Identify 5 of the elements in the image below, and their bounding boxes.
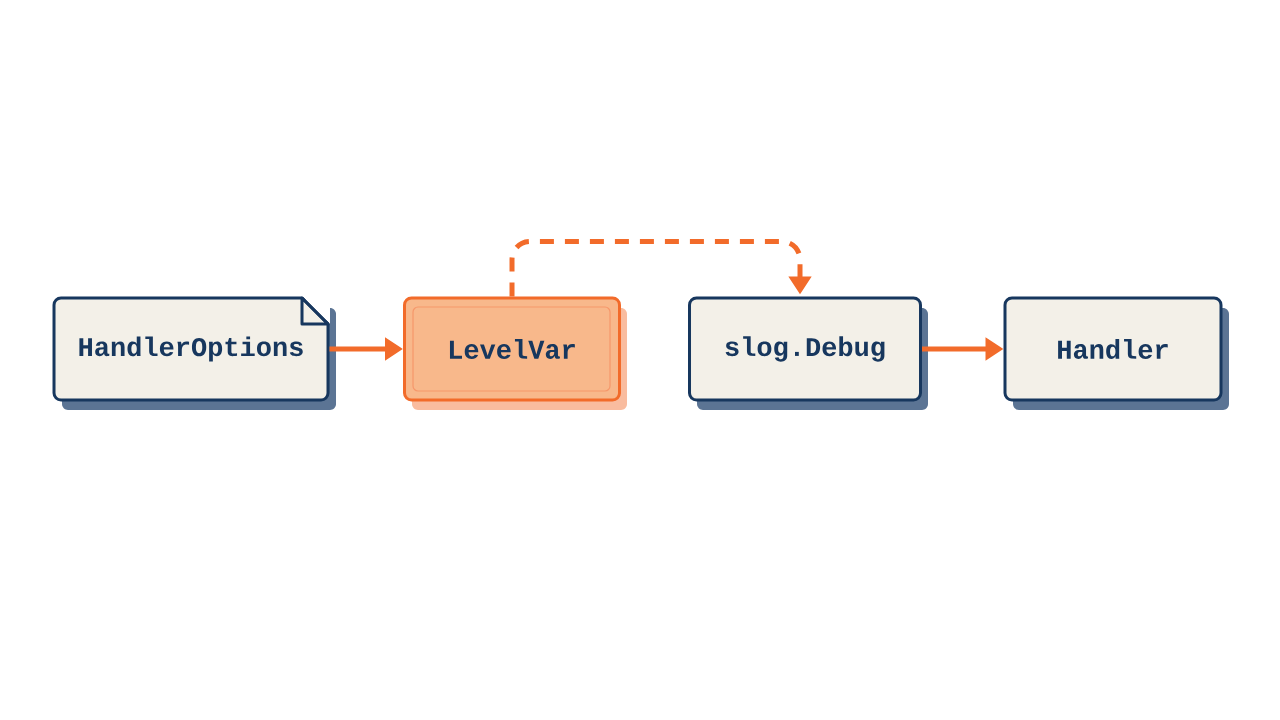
process-box: Handler: [1003, 296, 1229, 410]
document-box: HandlerOptions: [52, 296, 336, 410]
arrow: [509, 239, 812, 297]
process-box: slog.Debug: [688, 296, 928, 410]
highlighted-box: LevelVar: [403, 296, 627, 410]
